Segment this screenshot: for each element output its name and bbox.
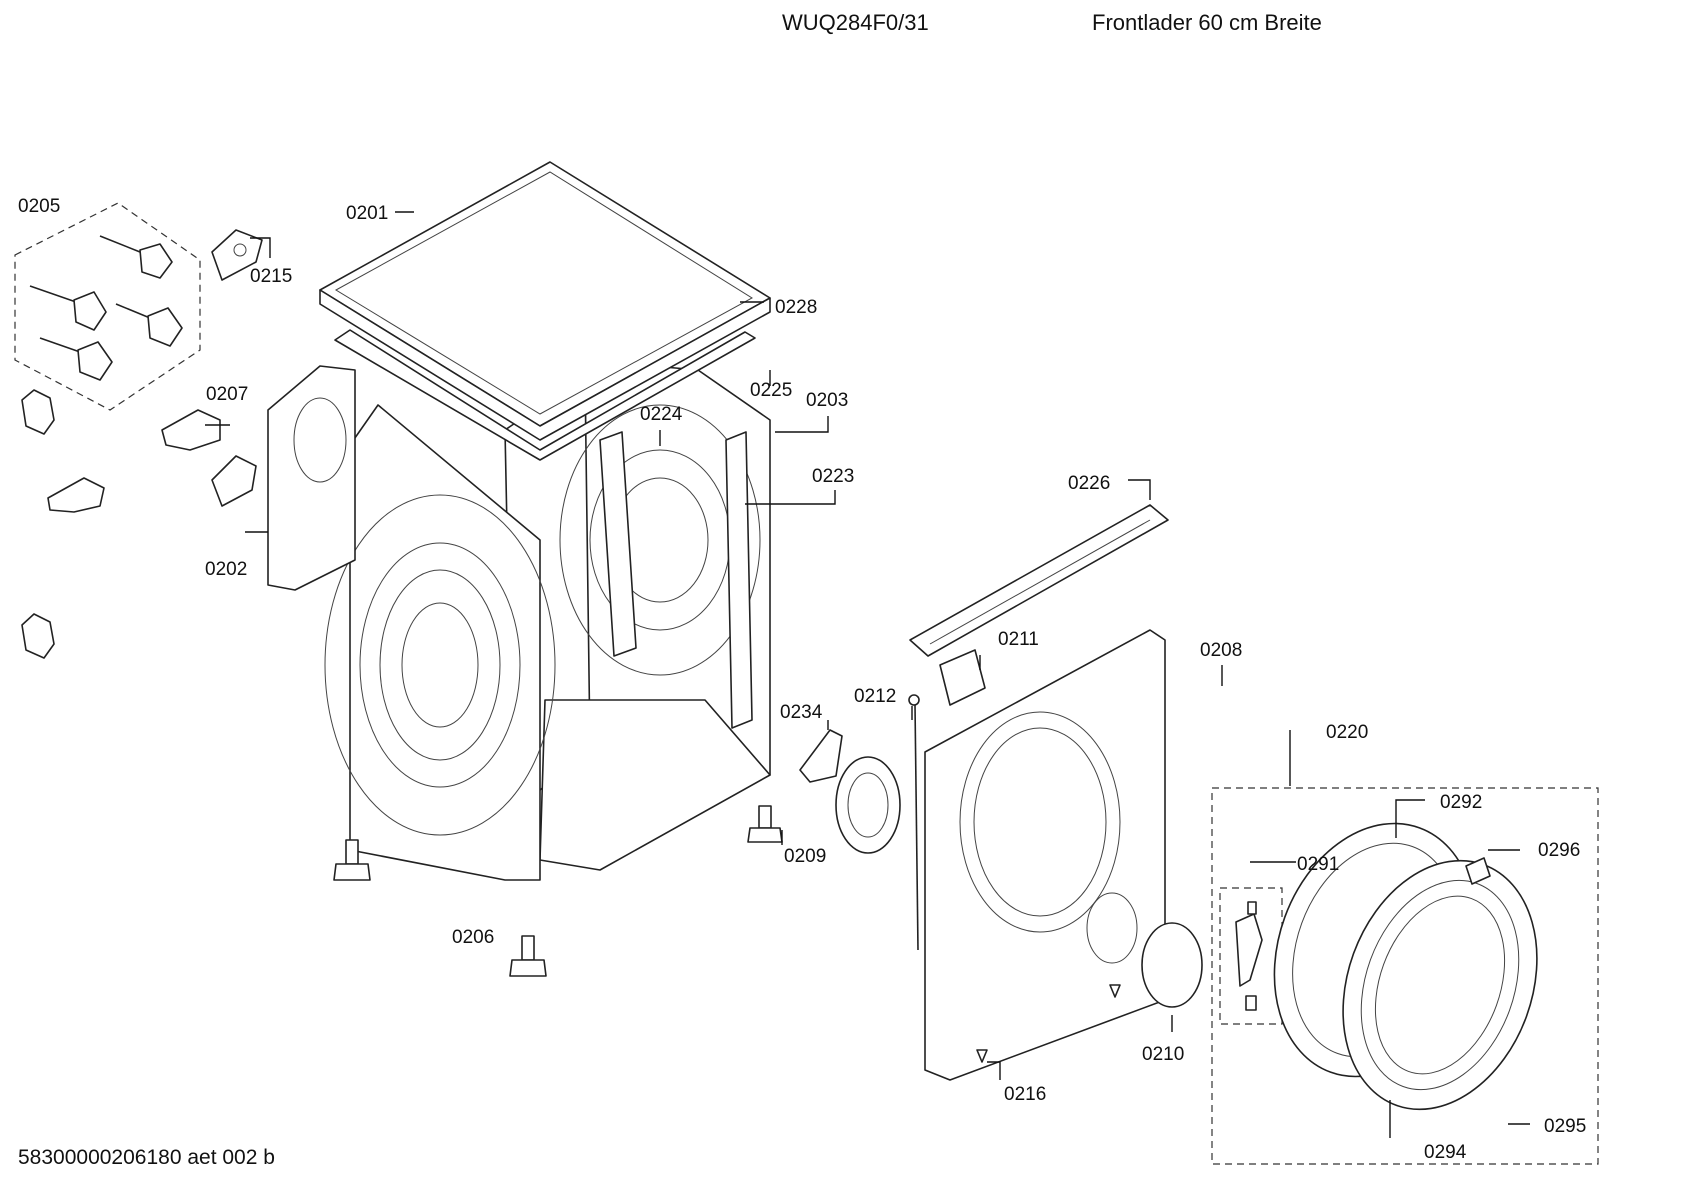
part-labels: 0201 0202 0203 0205 0206 0207 0208 0209 …: [18, 196, 1586, 1163]
bracket-0215: [211, 229, 263, 281]
label-0225: 0225: [750, 380, 792, 401]
label-0215: 0215: [250, 266, 292, 287]
module-0211: [939, 649, 986, 706]
model-number: WUQ284F0/31: [782, 10, 929, 35]
latch-0296: [1465, 857, 1491, 885]
hinge-0291: [1235, 901, 1263, 1011]
cabinet-housing: [324, 359, 771, 881]
label-0216: 0216: [1004, 1084, 1046, 1105]
label-0208: 0208: [1200, 640, 1242, 661]
label-0292: 0292: [1440, 792, 1482, 813]
pump-housing: [835, 756, 901, 854]
label-0202: 0202: [205, 559, 247, 580]
label-0209: 0209: [784, 846, 826, 867]
group-0205-box: [14, 202, 201, 411]
foot-0206-b: [509, 935, 547, 977]
document-id: 58300000206180 aet 002 b: [18, 1146, 275, 1169]
label-0201: 0201: [346, 203, 388, 224]
label-0291: 0291: [1297, 854, 1339, 875]
label-0207: 0207: [206, 384, 248, 405]
rod-0212: [908, 694, 920, 951]
label-0205: 0205: [18, 196, 60, 217]
label-0220: 0220: [1326, 722, 1368, 743]
label-0294: 0294: [1424, 1142, 1467, 1163]
label-0295: 0295: [1544, 1116, 1586, 1137]
foot-0209: [747, 805, 783, 843]
label-0234: 0234: [780, 702, 823, 723]
label-0210: 0210: [1142, 1044, 1184, 1065]
label-0223: 0223: [812, 466, 854, 487]
bracket-0234: [799, 729, 843, 783]
foot-0206-a: [333, 839, 371, 881]
screw-0216: [976, 984, 1121, 1063]
model-description: Frontlader 60 cm Breite: [1092, 10, 1322, 35]
cross-rail-0226: [909, 504, 1169, 657]
top-cover-0201: [319, 161, 771, 461]
label-0228: 0228: [775, 297, 817, 318]
screw-bracket-set: [29, 235, 183, 381]
label-0206: 0206: [452, 927, 494, 948]
label-0212: 0212: [854, 686, 896, 707]
label-0211: 0211: [998, 629, 1039, 650]
label-0296: 0296: [1538, 840, 1580, 861]
label-0226: 0226: [1068, 473, 1110, 494]
label-0203: 0203: [806, 390, 848, 411]
side-panel-0202: [267, 365, 356, 591]
bracket-0207: [21, 389, 257, 659]
group-0220-box: [1211, 787, 1599, 1165]
group-0291-box: [1219, 887, 1283, 1025]
flap-0210: [1141, 922, 1203, 1008]
leader-lines: [205, 211, 1530, 1138]
door-glass-0295: [1374, 895, 1506, 1075]
label-0224: 0224: [640, 404, 683, 425]
